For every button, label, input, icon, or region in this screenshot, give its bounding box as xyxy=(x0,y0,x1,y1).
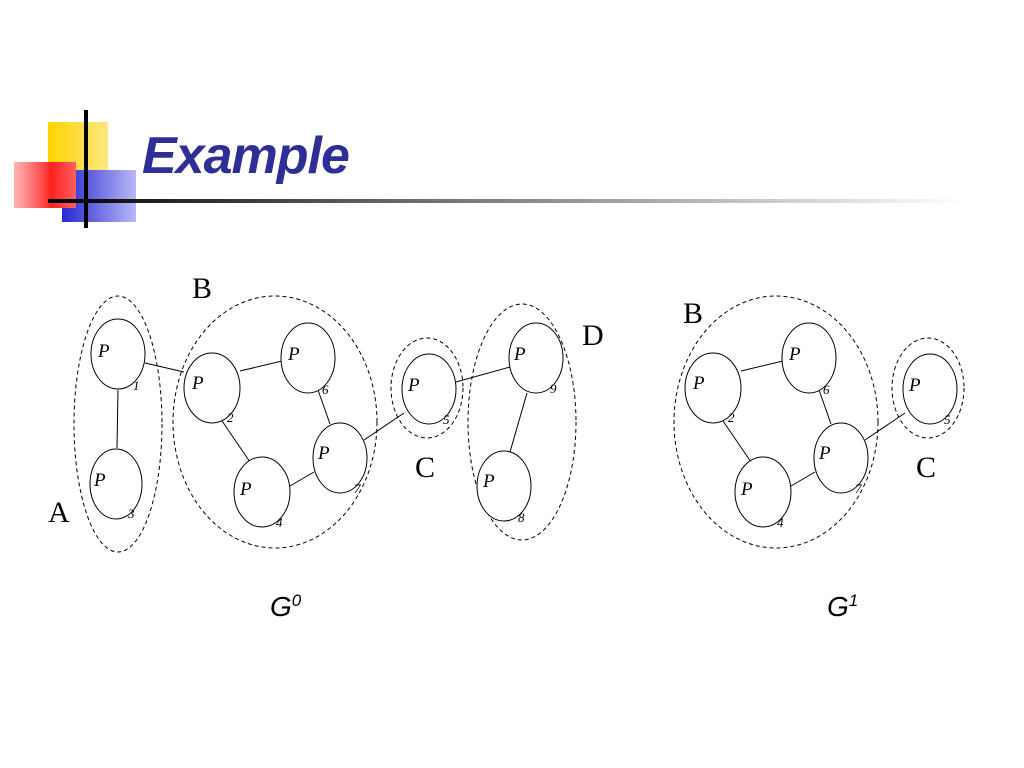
graph-g0-label: G0 xyxy=(270,591,302,622)
node-p4-g1: P 4 xyxy=(734,456,792,530)
svg-text:9: 9 xyxy=(550,381,557,396)
graph-g1: P 2 P 6 P 4 P 7 P 5 B xyxy=(673,295,965,622)
node-p1: P 1 xyxy=(90,318,146,393)
node-p2-g1: P 2 xyxy=(684,352,742,425)
edge-2-4 xyxy=(219,417,251,463)
edge-9-8 xyxy=(509,392,528,453)
svg-text:7: 7 xyxy=(855,481,862,496)
graph-g0: P 1 P 3 P 2 P 6 P 4 xyxy=(48,272,604,622)
graph-g1-label: G1 xyxy=(827,591,858,622)
cluster-b-label-g1: B xyxy=(683,297,703,330)
svg-text:P: P xyxy=(482,471,495,492)
svg-text:P: P xyxy=(239,479,252,500)
cluster-a-boundary xyxy=(73,295,163,553)
edge-1-3 xyxy=(116,389,119,449)
svg-text:6: 6 xyxy=(322,382,329,397)
svg-text:8: 8 xyxy=(518,510,525,525)
edge-5-9 xyxy=(455,366,511,383)
edge-1-2 xyxy=(144,362,185,373)
cluster-d-label: D xyxy=(582,319,604,352)
svg-text:4: 4 xyxy=(276,515,283,530)
cluster-c-label-g1: C xyxy=(916,451,936,484)
node-p5: P 5 xyxy=(401,353,457,427)
svg-text:P: P xyxy=(97,341,110,362)
node-p4: P 4 xyxy=(233,456,291,530)
edge-6-7 xyxy=(317,389,331,425)
cluster-d-boundary xyxy=(467,303,577,541)
svg-text:P: P xyxy=(740,479,753,500)
node-p6-g1: P 6 xyxy=(781,322,837,397)
edge-2-6 xyxy=(239,360,283,372)
svg-text:3: 3 xyxy=(127,506,135,521)
node-p8: P 8 xyxy=(476,450,532,525)
svg-text:P: P xyxy=(317,443,330,464)
cluster-c-boundary-g1 xyxy=(891,337,965,439)
edge-7-5 xyxy=(363,412,405,441)
title-underline xyxy=(48,199,968,203)
cluster-c-label: C xyxy=(415,451,435,484)
svg-text:P: P xyxy=(513,344,526,365)
svg-text:2: 2 xyxy=(227,410,234,425)
cluster-c-boundary xyxy=(390,337,464,439)
node-p9: P 9 xyxy=(508,322,564,396)
logo-vertical-bar xyxy=(84,110,88,228)
cluster-b-boundary-g1 xyxy=(673,295,879,549)
svg-text:P: P xyxy=(93,470,106,491)
node-p7: P 7 xyxy=(312,422,368,496)
svg-text:P: P xyxy=(788,344,801,365)
svg-text:4: 4 xyxy=(777,515,784,530)
svg-text:P: P xyxy=(287,344,300,365)
svg-text:P: P xyxy=(191,373,204,394)
svg-text:P: P xyxy=(818,443,831,464)
node-p6: P 6 xyxy=(280,322,336,397)
cluster-b-label: B xyxy=(192,272,212,305)
node-p3: P 3 xyxy=(89,448,143,521)
svg-text:7: 7 xyxy=(354,481,361,496)
edge-6-7-g1 xyxy=(818,389,832,425)
edge-4-7-g1 xyxy=(790,471,816,487)
svg-text:6: 6 xyxy=(823,382,830,397)
svg-text:5: 5 xyxy=(944,412,951,427)
svg-text:5: 5 xyxy=(443,412,450,427)
svg-text:P: P xyxy=(407,375,420,396)
node-p5-g1: P 5 xyxy=(902,353,958,427)
edge-7-5-g1 xyxy=(864,412,906,441)
svg-text:P: P xyxy=(908,375,921,396)
edge-2-6-g1 xyxy=(740,360,784,372)
cluster-b-boundary xyxy=(172,295,378,549)
cluster-a-label: A xyxy=(48,496,70,529)
slide-title: Example xyxy=(142,127,350,185)
edge-2-4-g1 xyxy=(720,417,752,463)
node-p7-g1: P 7 xyxy=(813,422,869,496)
svg-text:1: 1 xyxy=(133,378,140,393)
node-p2: P 2 xyxy=(183,352,241,425)
svg-text:P: P xyxy=(692,373,705,394)
svg-text:2: 2 xyxy=(728,410,735,425)
edge-4-7 xyxy=(289,471,315,487)
